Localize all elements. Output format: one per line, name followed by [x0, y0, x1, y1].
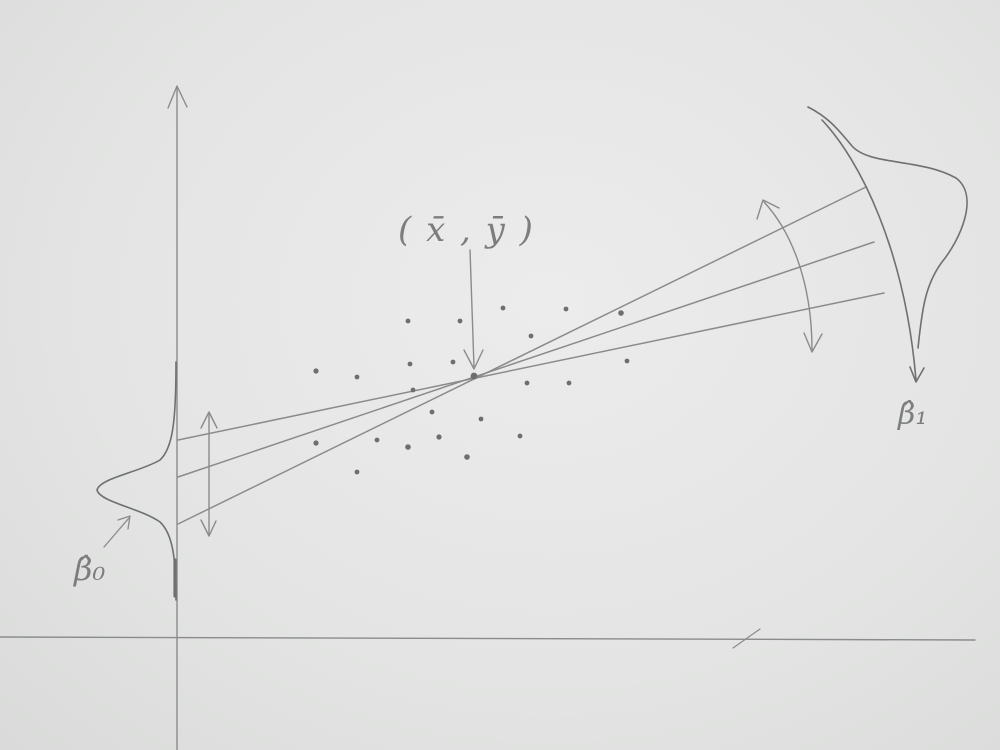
- data-point: [478, 416, 484, 422]
- data-point: [407, 361, 413, 367]
- x-axis: [0, 628, 976, 649]
- beta1-label: β̂₁: [897, 397, 927, 432]
- regression-line-steep: [177, 186, 867, 525]
- data-point: [528, 333, 534, 339]
- data-point: [624, 358, 630, 364]
- data-point: [500, 305, 506, 311]
- beta0-distribution-curve: [96, 361, 177, 601]
- data-point: [566, 380, 572, 386]
- data-point: [618, 310, 624, 316]
- data-points: [313, 305, 630, 475]
- data-point: [450, 359, 456, 365]
- regression-line-middle: [177, 241, 875, 478]
- y-axis-arrowhead: [167, 85, 188, 109]
- data-point: [354, 374, 360, 380]
- data-point: [374, 437, 380, 443]
- data-point: [517, 433, 523, 439]
- data-point: [354, 469, 360, 475]
- mean-pointer-arrow: [463, 249, 484, 370]
- data-point: [457, 318, 463, 324]
- beta1-distribution-curve: [807, 106, 968, 383]
- data-point: [405, 318, 411, 324]
- data-point: [436, 434, 442, 440]
- regression-line-shallow: [177, 292, 885, 441]
- regression-lines: [177, 186, 885, 525]
- data-point: [524, 380, 530, 386]
- data-point: [563, 306, 569, 312]
- mean-point-label: ( x̄ , ȳ ): [398, 210, 535, 250]
- mean-point: [470, 372, 478, 380]
- data-point: [405, 444, 411, 450]
- intercept-range-arrow: [200, 411, 218, 537]
- beta0-label: β̂₀: [73, 550, 106, 588]
- axis-tick-mark: [732, 628, 761, 649]
- data-point: [313, 440, 319, 446]
- data-point: [410, 387, 416, 393]
- y-axis: [167, 85, 188, 750]
- beta0-pointer-arrow: [103, 515, 131, 548]
- data-point: [313, 368, 319, 374]
- data-point: [464, 454, 470, 460]
- data-point: [429, 409, 435, 415]
- slope-rotation-arrow: [756, 199, 823, 353]
